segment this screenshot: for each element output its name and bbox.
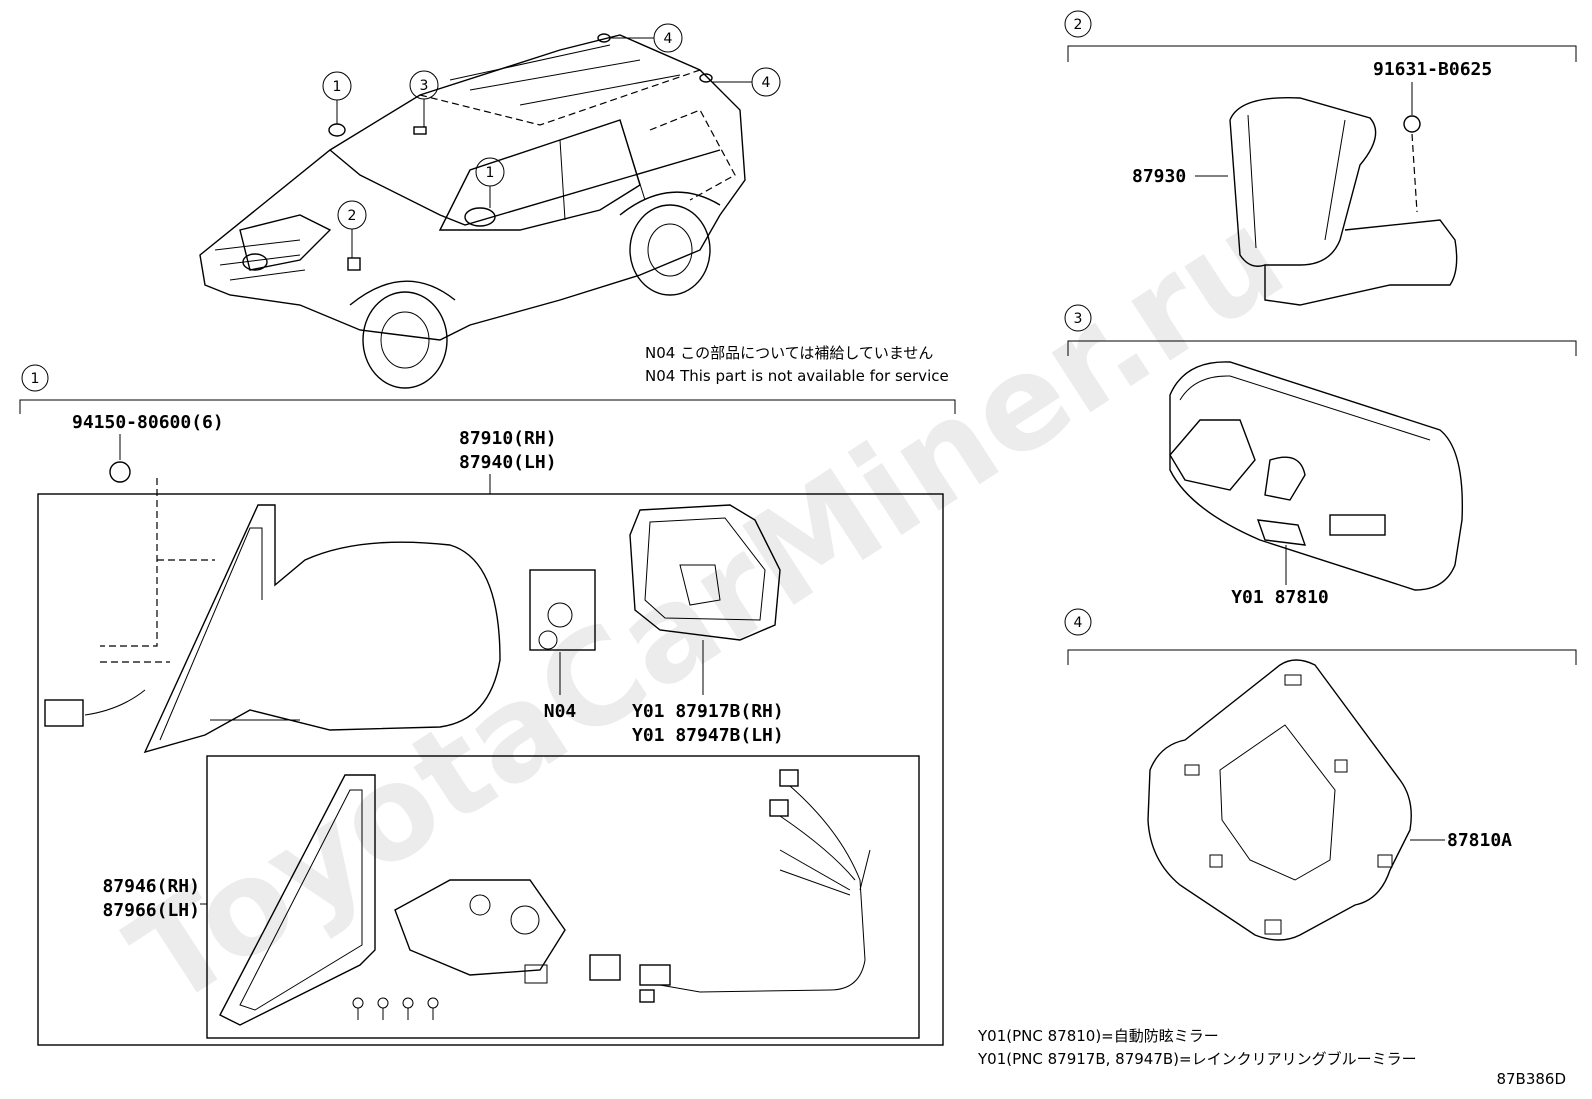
diagram-code: 87B386D bbox=[1496, 1070, 1566, 1088]
part-87910: 87910(RH) bbox=[459, 428, 557, 449]
callout-number: 2 bbox=[348, 208, 357, 224]
note-n04-jp: N04 この部品については補給していません bbox=[645, 344, 933, 362]
note-n04-en: N04 This part is not available for servi… bbox=[645, 367, 949, 385]
section-marker bbox=[1064, 10, 1092, 38]
callout-circle bbox=[653, 23, 683, 53]
screw-icon bbox=[109, 461, 131, 483]
wire-harness bbox=[639, 769, 871, 1003]
callout-circle bbox=[409, 70, 439, 100]
section-2: 2 91631-B0625 87930 bbox=[1064, 10, 1577, 306]
callout-number: 3 bbox=[420, 78, 429, 94]
section-number: 1 bbox=[31, 371, 40, 387]
part-87810: Y01 87810 bbox=[1231, 587, 1329, 608]
section-bracket bbox=[1067, 45, 1577, 62]
section-3: 3 Y01 87810 bbox=[1064, 304, 1577, 608]
watermark: ToyotaCarMiner.ru bbox=[104, 180, 1309, 1036]
callout-number: 4 bbox=[664, 31, 673, 47]
part-91631: 91631-B0625 bbox=[1373, 59, 1492, 80]
section-bracket bbox=[19, 399, 956, 414]
auto-dimming-mirror bbox=[1169, 361, 1464, 591]
part-94150: 94150-80600(6) bbox=[72, 412, 224, 433]
screws bbox=[352, 997, 439, 1020]
part-87966: 87966(LH) bbox=[102, 900, 200, 921]
assembly-box bbox=[37, 493, 944, 1046]
section-marker bbox=[1064, 608, 1092, 636]
note-y01-87917b: Y01(PNC 87917B, 87947B)=レインクリアリングブルーミラー bbox=[977, 1050, 1417, 1068]
mirror-glass bbox=[629, 504, 781, 641]
vehicle-illustration bbox=[199, 33, 746, 389]
section-bracket bbox=[1067, 649, 1577, 665]
mirror-base bbox=[219, 774, 376, 1026]
clip bbox=[589, 954, 621, 981]
callout-circle bbox=[322, 71, 352, 101]
callout-circle bbox=[751, 67, 781, 97]
section-4: 4 87810A bbox=[1064, 608, 1577, 941]
callout-number: 4 bbox=[762, 75, 771, 91]
part-87917b: Y01 87917B(RH) bbox=[632, 701, 784, 722]
part-87947b: Y01 87947B(LH) bbox=[632, 725, 784, 746]
connector bbox=[44, 699, 84, 727]
mirror-cover-87810a bbox=[1147, 659, 1412, 941]
part-87930: 87930 bbox=[1132, 166, 1186, 187]
section-number: 3 bbox=[1074, 311, 1083, 327]
note-y01-87810: Y01(PNC 87810)=自動防眩ミラー bbox=[977, 1027, 1219, 1045]
section-number: 2 bbox=[1074, 17, 1083, 33]
part-87946: 87946(RH) bbox=[102, 876, 200, 897]
callout-number: 1 bbox=[333, 79, 342, 95]
section-bracket bbox=[1067, 340, 1577, 356]
vehicle-callouts: 1 3 4 4 1 2 bbox=[322, 23, 781, 258]
inner-mirror-87930 bbox=[1229, 96, 1458, 306]
part-n04: N04 bbox=[544, 701, 577, 722]
section-marker bbox=[1064, 304, 1092, 332]
section-number: 4 bbox=[1074, 615, 1083, 631]
section-1: 1 94150-80600(6) 87910(RH) 87940(LH) N04… bbox=[19, 364, 956, 1046]
retractor-mechanism bbox=[394, 879, 566, 984]
callout-circle bbox=[337, 200, 367, 230]
part-87940: 87940(LH) bbox=[459, 452, 557, 473]
callout-circle bbox=[475, 157, 505, 187]
callout-number: 1 bbox=[486, 165, 495, 181]
section-marker bbox=[21, 364, 49, 392]
sensor-window bbox=[1329, 514, 1386, 536]
screw-icon bbox=[1403, 115, 1421, 133]
part-87810a: 87810A bbox=[1447, 830, 1512, 851]
sub-assembly-box bbox=[206, 755, 920, 1039]
actuator-motor bbox=[529, 569, 596, 695]
mirror-housing bbox=[143, 504, 501, 754]
